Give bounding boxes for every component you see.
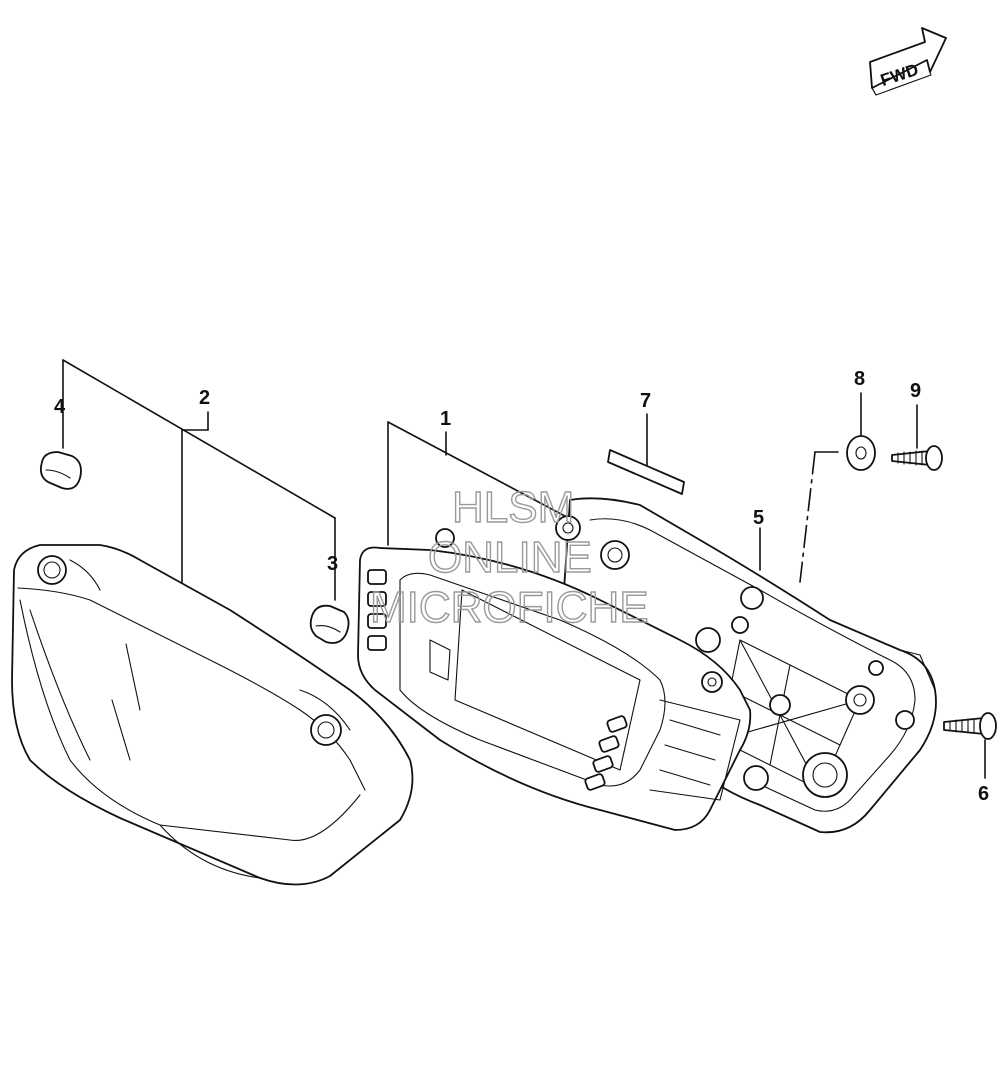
part-4-cap (39, 451, 82, 490)
part-9-screw (891, 404, 943, 471)
watermark-line-1: HLSM (452, 483, 574, 532)
part-7-strip (607, 413, 685, 495)
callout-2: 2 (199, 387, 210, 409)
callout-6: 6 (978, 783, 989, 805)
fwd-arrow-icon: FWD (869, 27, 947, 96)
callout-1: 1 (440, 408, 451, 430)
part-3-cap (309, 604, 350, 644)
callout-5: 5 (753, 507, 764, 529)
watermark-line-3: MICROFICHE (370, 583, 649, 632)
watermark: HLSM ONLINE MICROFICHE (369, 482, 649, 632)
part-6-screw (943, 712, 997, 779)
callout-8: 8 (854, 368, 865, 390)
leader-lines-case (759, 451, 839, 583)
watermark-line-2: ONLINE (428, 533, 592, 582)
callout-4: 4 (54, 396, 66, 418)
callout-7: 7 (640, 390, 651, 412)
part-1-meter (357, 515, 752, 831)
callout-9: 9 (910, 380, 921, 402)
callout-3: 3 (327, 553, 338, 575)
part-2-visor (11, 544, 414, 886)
leader-lines-cover (62, 359, 336, 601)
part-5-case (559, 497, 937, 834)
part-8-washer (846, 392, 876, 471)
